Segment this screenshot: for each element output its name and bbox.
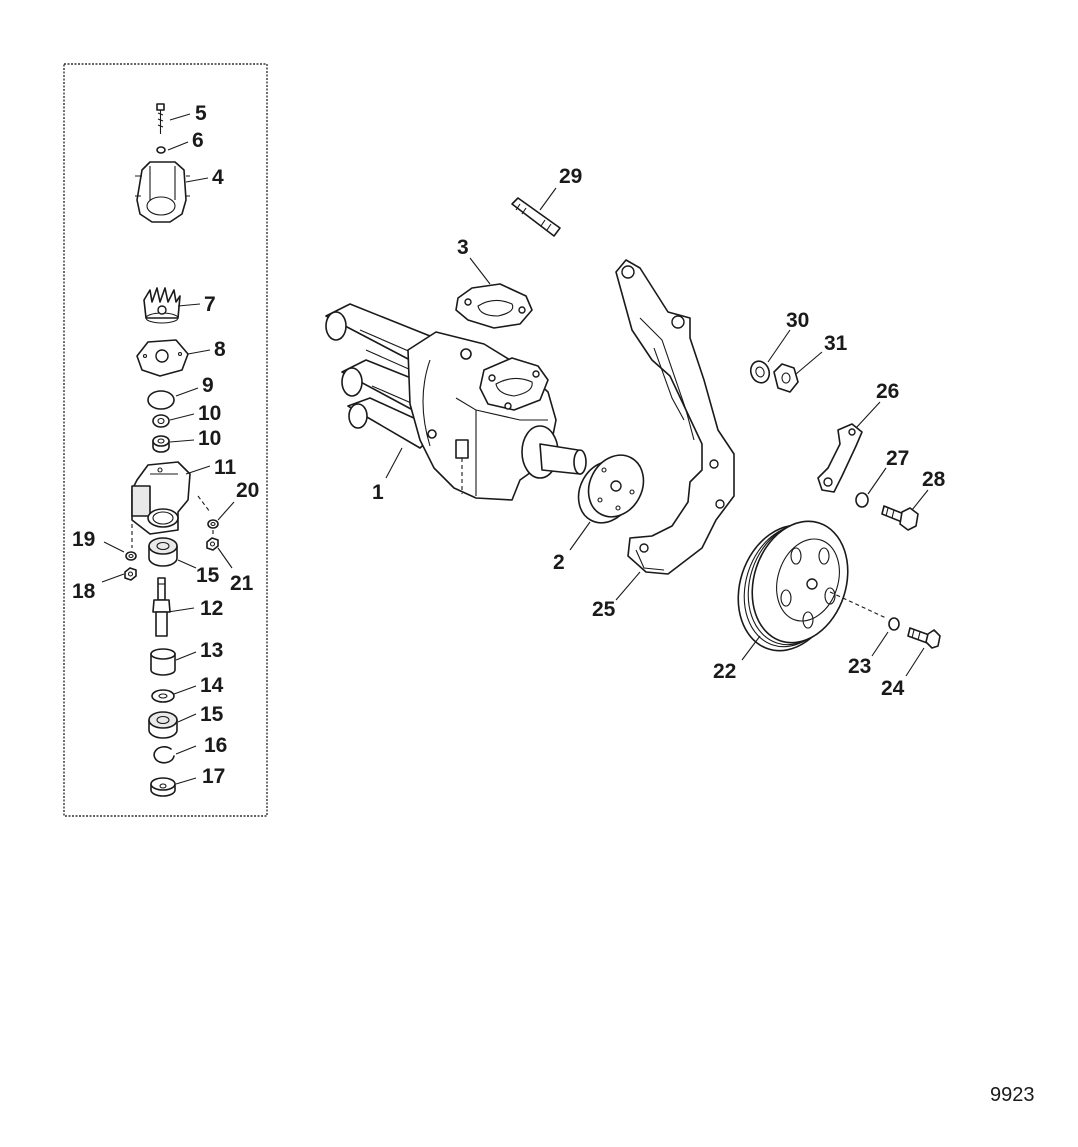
leader-lines [101, 113, 929, 785]
callout-labels: 5 6 4 7 8 9 10 10 11 20 19 15 21 18 12 1… [72, 102, 946, 788]
part-22-pulley [737, 520, 849, 652]
callout-10-upper: 10 [198, 402, 221, 425]
callout-11: 11 [214, 456, 237, 479]
part-25-bracket [615, 259, 735, 575]
part-23-washer [888, 617, 900, 631]
part-30-washer [749, 360, 771, 384]
part-12-shaft [152, 577, 171, 637]
callout-14: 14 [200, 674, 224, 697]
callout-31: 31 [824, 332, 848, 355]
callout-5: 5 [195, 102, 207, 125]
part-3-gasket [455, 283, 533, 329]
part-19-washer [125, 551, 137, 561]
part-31-nut [773, 363, 799, 393]
part-10-seal-lower [152, 435, 170, 453]
callout-19: 19 [72, 528, 95, 551]
part-15-bearing-lower [148, 711, 178, 739]
part-17-seal [150, 777, 176, 797]
callout-15-upper: 15 [196, 564, 220, 587]
part-21-nut [206, 537, 219, 551]
part-18-nut [124, 567, 137, 581]
callout-18: 18 [72, 580, 96, 603]
part-24-bolt [907, 627, 941, 649]
callout-3: 3 [457, 236, 469, 259]
part-9-o-ring [147, 390, 175, 410]
callout-4: 4 [212, 166, 224, 189]
callout-12: 12 [200, 597, 223, 620]
callout-30: 30 [786, 309, 809, 332]
part-14-washer [151, 689, 175, 703]
callout-6: 6 [192, 129, 204, 152]
part-16-snap-ring [153, 746, 175, 764]
part-26-tensioner-arm [817, 423, 863, 493]
part-1-sea-water-pump [325, 303, 587, 501]
inset-panel-border [63, 63, 268, 817]
part-27-washer [855, 492, 869, 508]
part-13-sleeve [150, 648, 176, 676]
callout-26: 26 [876, 380, 899, 403]
figure-id: 9923 [990, 1084, 1035, 1106]
part-20-washer [207, 519, 219, 529]
callout-27: 27 [886, 447, 909, 470]
callout-17: 17 [202, 765, 225, 788]
callout-10-lower: 10 [198, 427, 221, 450]
callout-21: 21 [230, 572, 254, 595]
assembly-line-pulley [829, 591, 887, 619]
part-2-pulley-hub [577, 454, 645, 524]
assembly-line-right [197, 495, 214, 536]
callout-16: 16 [204, 734, 227, 757]
callout-2: 2 [553, 551, 565, 574]
part-5-screw [156, 103, 165, 134]
part-7-impeller [143, 287, 181, 324]
callout-20: 20 [236, 479, 259, 502]
callout-24: 24 [881, 677, 905, 700]
part-6-washer [156, 146, 166, 154]
callout-7: 7 [204, 293, 216, 316]
part-10-seal-upper [152, 414, 170, 428]
callout-15-lower: 15 [200, 703, 224, 726]
part-11-pump-body [131, 461, 191, 535]
part-28-bolt [881, 505, 919, 531]
callout-8: 8 [214, 338, 226, 361]
callout-22: 22 [713, 660, 736, 683]
callout-29: 29 [559, 165, 582, 188]
part-8-wear-plate [136, 339, 189, 377]
callout-23: 23 [848, 655, 871, 678]
callout-9: 9 [202, 374, 214, 397]
callout-25: 25 [592, 598, 616, 621]
part-4-pump-cover [135, 161, 190, 223]
part-29-stud [511, 197, 561, 237]
callout-1: 1 [372, 481, 384, 504]
part-15-bearing-upper [148, 537, 178, 567]
callout-13: 13 [200, 639, 223, 662]
callout-28: 28 [922, 468, 946, 491]
